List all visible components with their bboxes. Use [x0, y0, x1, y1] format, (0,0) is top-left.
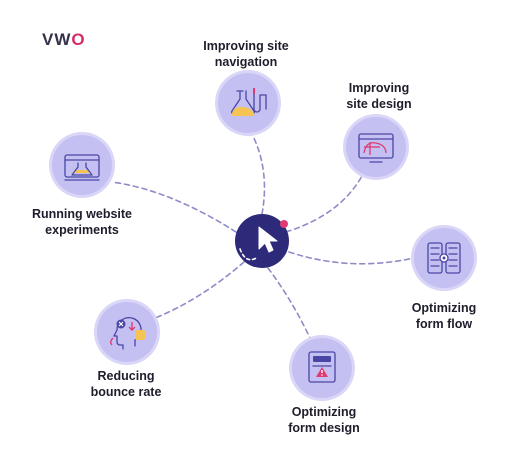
node-label-line: Optimizing [411, 301, 477, 315]
hub-accent-dot [280, 220, 288, 228]
cursor-arrow-icon [239, 226, 278, 261]
hub-layer [235, 214, 289, 268]
node-label-site-design: Improving site design [334, 80, 424, 112]
form-columns-icon [427, 242, 461, 274]
node-label-website-experiments: Running website experiments [24, 206, 140, 238]
node-circle [52, 135, 112, 195]
beaker-experiment-icon [64, 154, 100, 181]
node-label-line: form design [288, 421, 360, 435]
connector-form-flow [288, 251, 415, 265]
connector-bounce-rate [154, 261, 245, 319]
vwo-logo[interactable]: VWO [42, 30, 86, 50]
node-label-line: bounce rate [90, 385, 162, 399]
node-label-form-design: Optimizing form design [276, 404, 372, 436]
node-label-line: Improving [348, 81, 410, 95]
connector-form-design [267, 267, 311, 339]
node-label-line: form flow [415, 317, 473, 331]
flask-lab-icon [231, 88, 267, 117]
node-label-line: Optimizing [291, 405, 357, 419]
node-website-experiments[interactable] [49, 132, 115, 198]
logo-o: O [71, 30, 86, 49]
node-form-design[interactable] [289, 335, 355, 401]
connectors [111, 133, 415, 339]
node-label-line: Improving site [203, 39, 289, 53]
hub-node[interactable] [235, 214, 289, 268]
node-label-line: navigation [214, 55, 278, 69]
node-label-form-flow: Optimizing form flow [400, 300, 488, 332]
node-label-line: experiments [45, 223, 119, 237]
monitor-wireframe-icon [358, 133, 394, 163]
node-label-line: site design [346, 97, 412, 111]
node-site-design[interactable] [343, 114, 409, 180]
connector-site-design [285, 175, 363, 233]
form-document-icon [308, 351, 336, 383]
node-bounce-rate[interactable] [94, 299, 160, 365]
node-site-navigation[interactable] [215, 70, 281, 136]
node-label-line: Running website [32, 207, 132, 221]
logo-text: VW [42, 30, 72, 49]
connector-website-experiments [111, 181, 237, 233]
node-label-line: Reducing [97, 369, 155, 383]
node-label-site-navigation: Improving site navigation [196, 38, 296, 70]
head-thinking-icon [110, 316, 145, 350]
connector-site-navigation [251, 133, 266, 215]
node-form-flow[interactable] [411, 225, 477, 291]
node-circle [97, 302, 157, 362]
node-label-bounce-rate: Reducing bounce rate [78, 368, 174, 400]
nodes-layer [49, 70, 477, 401]
